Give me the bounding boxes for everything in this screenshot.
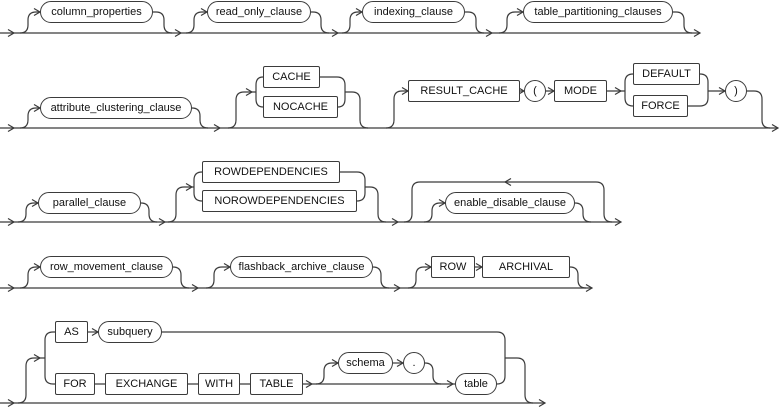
node-table: table xyxy=(455,373,497,395)
node-rowdependencies-keyword: ROWDEPENDENCIES xyxy=(202,161,340,183)
node-default-keyword: DEFAULT xyxy=(633,63,700,85)
node-row-movement-clause: row_movement_clause xyxy=(40,256,173,278)
node-row-keyword: ROW xyxy=(431,256,475,278)
node-result-cache-keyword: RESULT_CACHE xyxy=(408,80,520,102)
node-nocache-keyword: NOCACHE xyxy=(263,96,338,118)
node-dot: . xyxy=(403,352,425,374)
node-indexing-clause: indexing_clause xyxy=(362,1,465,23)
node-schema: schema xyxy=(338,352,393,374)
node-read-only-clause: read_only_clause xyxy=(207,1,311,23)
node-mode-keyword: MODE xyxy=(554,80,607,102)
node-enable-disable-clause: enable_disable_clause xyxy=(445,192,575,214)
node-archival-keyword: ARCHIVAL xyxy=(482,256,570,278)
node-as-keyword: AS xyxy=(55,321,88,343)
node-subquery: subquery xyxy=(98,321,162,343)
node-exchange-keyword: EXCHANGE xyxy=(105,373,188,395)
node-table-partitioning-clauses: table_partitioning_clauses xyxy=(523,1,673,23)
node-table-keyword: TABLE xyxy=(250,373,303,395)
node-cache-keyword: CACHE xyxy=(263,66,320,88)
node-norowdependencies-keyword: NOROWDEPENDENCIES xyxy=(202,190,357,212)
node-parallel-clause: parallel_clause xyxy=(38,192,141,214)
node-column-properties: column_properties xyxy=(40,1,153,23)
repeat-loop xyxy=(403,181,613,223)
loop-back-arrowhead xyxy=(503,177,512,187)
node-with-keyword: WITH xyxy=(198,373,240,395)
node-attribute-clustering-clause: attribute_clustering_clause xyxy=(40,97,192,119)
node-open-paren: ( xyxy=(524,80,546,102)
node-for-keyword: FOR xyxy=(55,373,95,395)
node-flashback-archive-clause: flashback_archive_clause xyxy=(230,256,373,278)
node-close-paren: ) xyxy=(725,80,747,102)
node-force-keyword: FORCE xyxy=(633,95,688,117)
